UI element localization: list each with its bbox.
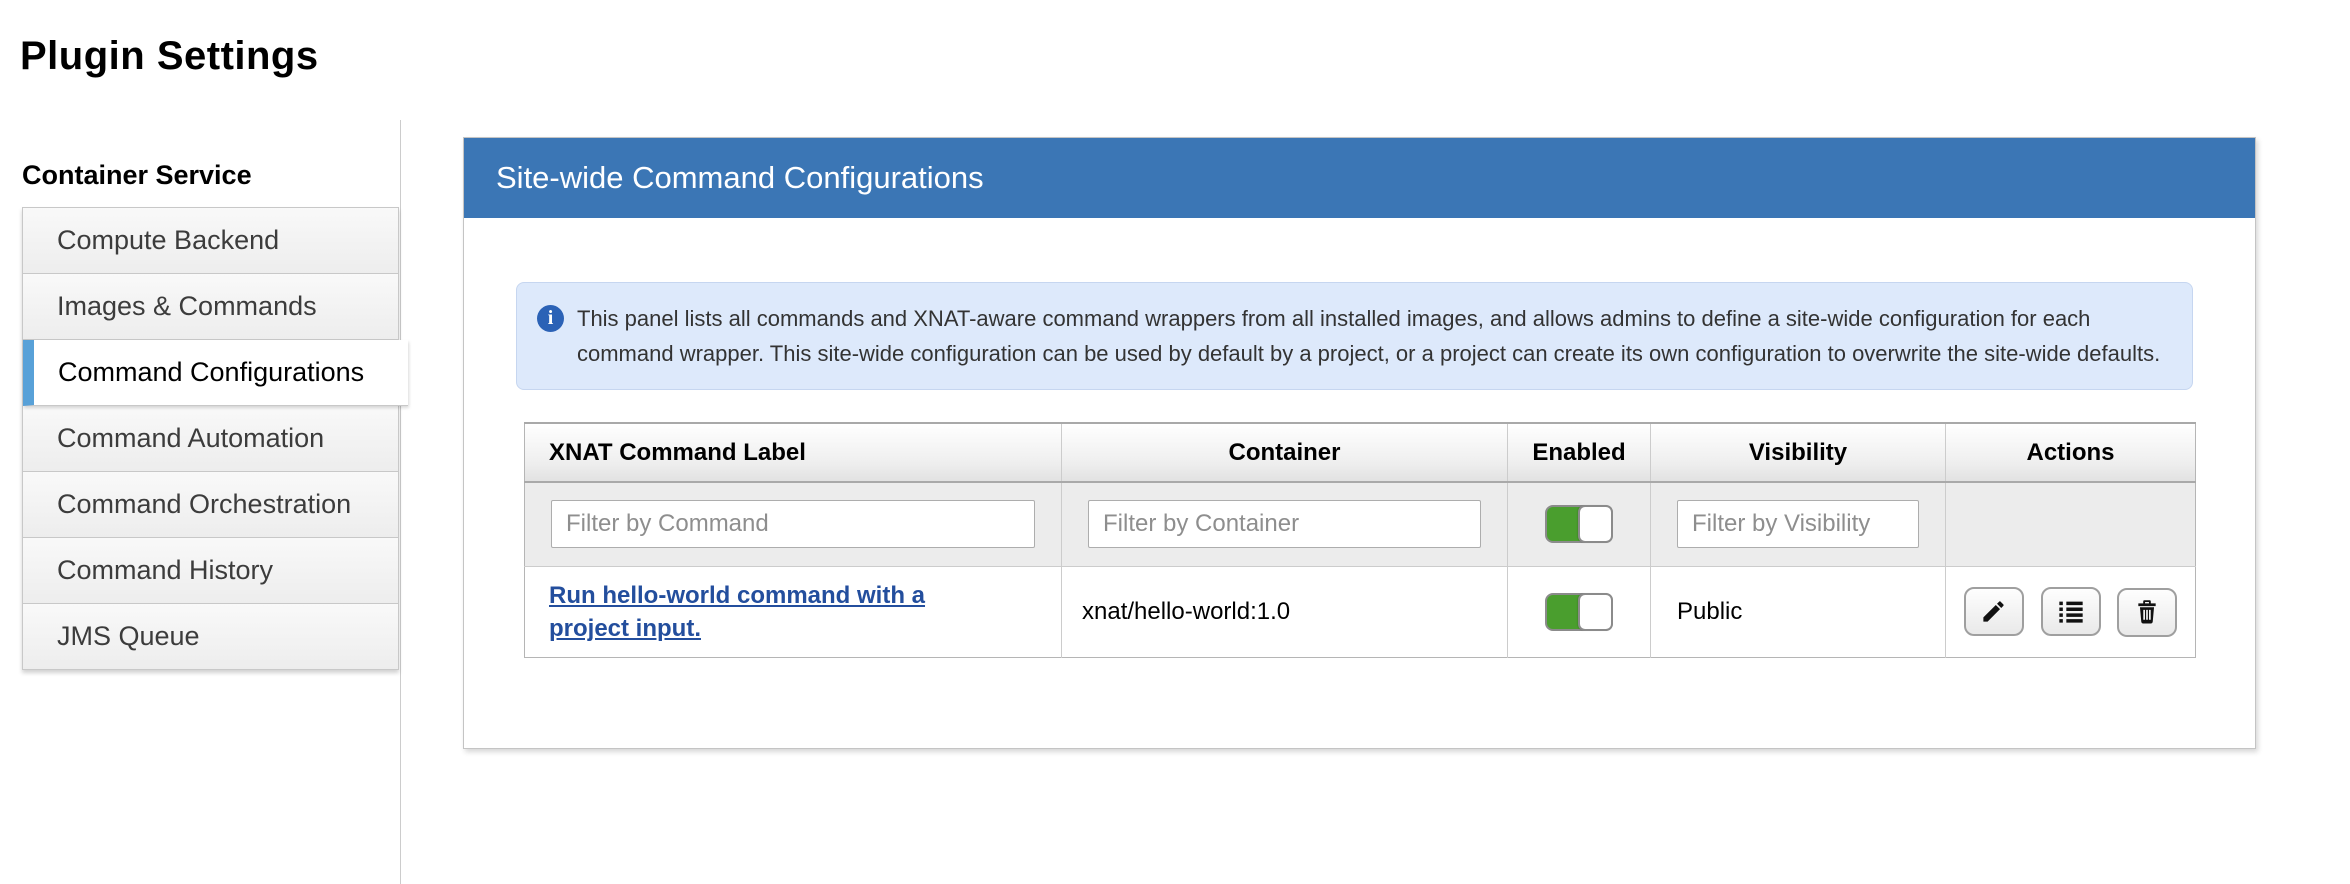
list-button[interactable] bbox=[2040, 586, 2101, 636]
sidebar-item-command-history[interactable]: Command History bbox=[23, 538, 398, 604]
table-row: Run hello-world command with a project i… bbox=[524, 566, 2196, 657]
sidebar-item-jms-queue[interactable]: JMS Queue bbox=[23, 604, 398, 670]
filter-command-input[interactable] bbox=[551, 500, 1035, 549]
filter-enabled-toggle[interactable] bbox=[1545, 505, 1613, 544]
column-header-enabled: Enabled bbox=[1507, 423, 1651, 483]
sidebar-item-images-commands[interactable]: Images & Commands bbox=[23, 274, 398, 340]
delete-button[interactable] bbox=[2117, 587, 2178, 637]
toggle-knob bbox=[1578, 505, 1613, 544]
column-header-actions: Actions bbox=[1945, 423, 2196, 483]
filter-visibility-input[interactable] bbox=[1677, 500, 1919, 549]
page-title: Plugin Settings bbox=[20, 34, 319, 78]
sidebar: Container Service Compute Backend Images… bbox=[22, 160, 408, 670]
filter-container-input[interactable] bbox=[1088, 500, 1481, 549]
sidebar-item-command-configurations[interactable]: Command Configurations bbox=[23, 340, 408, 406]
info-icon: i bbox=[537, 305, 564, 332]
pencil-icon bbox=[1980, 598, 2007, 625]
panel-body: i This panel lists all commands and XNAT… bbox=[464, 218, 2255, 748]
column-header-visibility: Visibility bbox=[1650, 423, 1946, 483]
visibility-cell: Public bbox=[1650, 566, 1946, 657]
sidebar-item-command-orchestration[interactable]: Command Orchestration bbox=[23, 472, 398, 538]
table-header-row: XNAT Command Label Container Enabled Vis… bbox=[524, 423, 2196, 483]
info-banner-text: This panel lists all commands and XNAT-a… bbox=[577, 306, 2161, 366]
panel-title: Site-wide Command Configurations bbox=[464, 138, 2255, 218]
command-configurations-panel: Site-wide Command Configurations i This … bbox=[463, 137, 2256, 749]
trash-icon bbox=[2134, 599, 2160, 625]
edit-button[interactable] bbox=[1963, 587, 2024, 636]
command-wrapper-link[interactable]: Run hello-world command with a project i… bbox=[549, 581, 926, 642]
toggle-knob bbox=[1578, 592, 1613, 631]
column-header-container: Container bbox=[1061, 423, 1508, 483]
sidebar-divider bbox=[400, 120, 401, 884]
sidebar-section-header: Container Service bbox=[22, 160, 252, 190]
sidebar-item-command-automation[interactable]: Command Automation bbox=[23, 406, 398, 472]
command-configurations-table: XNAT Command Label Container Enabled Vis… bbox=[524, 422, 2196, 658]
sidebar-item-compute-backend[interactable]: Compute Backend bbox=[23, 208, 398, 274]
container-image-cell: xnat/hello-world:1.0 bbox=[1061, 566, 1508, 657]
row-enabled-toggle[interactable] bbox=[1545, 592, 1613, 631]
column-header-command-label: XNAT Command Label bbox=[524, 423, 1062, 483]
list-icon bbox=[2057, 597, 2085, 625]
sidebar-menu: Compute Backend Images & Commands Comman… bbox=[22, 207, 408, 670]
info-banner: i This panel lists all commands and XNAT… bbox=[516, 282, 2193, 390]
table-filter-row bbox=[524, 482, 2196, 567]
